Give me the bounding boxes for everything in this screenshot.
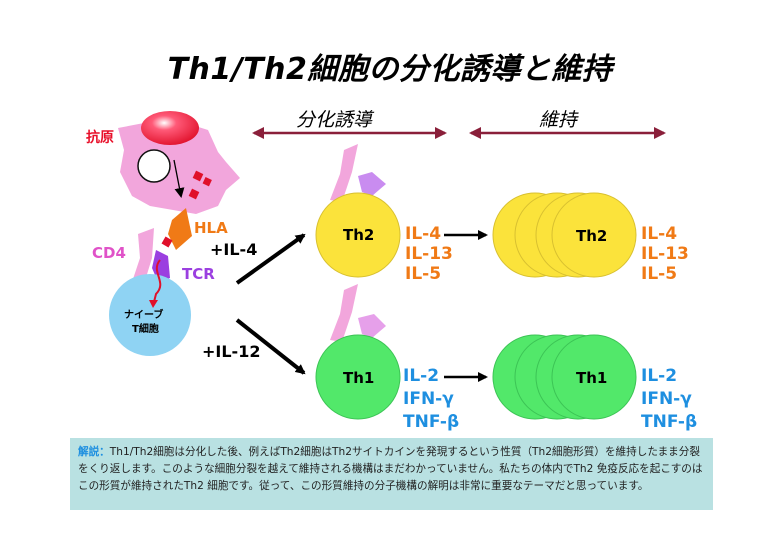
th2-cell	[315, 192, 401, 278]
th2-stack-label: Th2	[576, 227, 608, 245]
th2-cell-label: Th2	[343, 226, 375, 244]
signal-arrow	[152, 259, 162, 307]
th2-maintained-cytokine-list: IL-4 IL-13 IL-5	[641, 224, 689, 284]
peptide-fragment	[202, 177, 212, 187]
induction-phase-label: 分化誘導	[296, 109, 373, 131]
th1-maintained-cytokine-list: IL-2 IFN-γ TNF-β	[641, 365, 697, 434]
th2-tcr-molecule	[358, 172, 386, 196]
peptide-fragment	[188, 188, 200, 200]
il12-stimulus-label: +IL-12	[202, 342, 261, 361]
cytokine-il2: IL-2	[403, 366, 440, 386]
hla-peptide	[161, 236, 173, 248]
th1-tcr-molecule	[358, 314, 386, 338]
cytokine-ifn-gamma: IFN-γ	[403, 389, 454, 409]
cytokine-il13: IL-13	[641, 244, 689, 264]
hla-label: HLA	[194, 219, 228, 237]
th2-daughter-cell	[551, 192, 637, 278]
cytokine-il5: IL-5	[641, 264, 678, 284]
antigen-presenting-cell	[118, 118, 240, 214]
apc-nucleus	[137, 149, 171, 183]
processing-arrow	[173, 159, 185, 198]
th2-cd4-molecule	[330, 144, 358, 202]
cd4-label: CD4	[92, 244, 126, 262]
naive-cell-label-line2: T細胞	[132, 324, 159, 335]
th1-stack-label: Th1	[576, 369, 608, 387]
il4-stimulus-label: +IL-4	[210, 240, 258, 259]
diagram-title: Th1/Th2細胞の分化誘導と維持	[167, 52, 613, 87]
naive-t-cell	[109, 274, 191, 356]
cytokine-tnf-beta: TNF-β	[641, 412, 698, 432]
antigen-label: 抗原	[86, 130, 114, 146]
tcr-label: TCR	[182, 265, 215, 283]
explanation-text: Th1/Th2細胞は分化した後、例えばTh2細胞はTh2サイトカインを発現すると…	[78, 446, 703, 492]
cytokine-ifn-gamma: IFN-γ	[641, 389, 692, 409]
th1-cd4-molecule	[330, 284, 358, 342]
th1-daughter-cell	[551, 334, 637, 420]
tcr-molecule	[152, 250, 170, 282]
cytokine-il4: IL-4	[641, 224, 678, 244]
cd4-molecule	[132, 228, 154, 284]
cytokine-il5: IL-5	[405, 264, 442, 284]
maintenance-phase-label: 維持	[539, 109, 578, 131]
th1-cell-label: Th1	[343, 369, 375, 387]
il4-stimulation-arrow	[235, 233, 306, 285]
naive-cell-label-line1: ナイーブ	[124, 310, 164, 321]
cytokine-il2: IL-2	[641, 366, 678, 386]
cytokine-il13: IL-13	[405, 244, 453, 264]
hla-molecule	[168, 208, 192, 250]
explanation-box: 解説：Th1/Th2細胞は分化した後、例えばTh2細胞はTh2サイトカインを発現…	[70, 438, 713, 510]
il12-stimulation-arrow	[235, 318, 306, 375]
cytokine-tnf-beta: TNF-β	[403, 412, 460, 432]
th1-cytokine-list: IL-2 IFN-γ TNF-β	[403, 365, 459, 434]
peptide-fragment	[192, 170, 204, 182]
cytokine-il4: IL-4	[405, 224, 442, 244]
signal-arrow-head	[149, 300, 158, 308]
antigen-icon	[141, 111, 199, 145]
th1-cell	[315, 334, 401, 420]
explanation-key: 解説：	[78, 446, 110, 458]
th2-cytokine-list: IL-4 IL-13 IL-5	[405, 224, 453, 284]
